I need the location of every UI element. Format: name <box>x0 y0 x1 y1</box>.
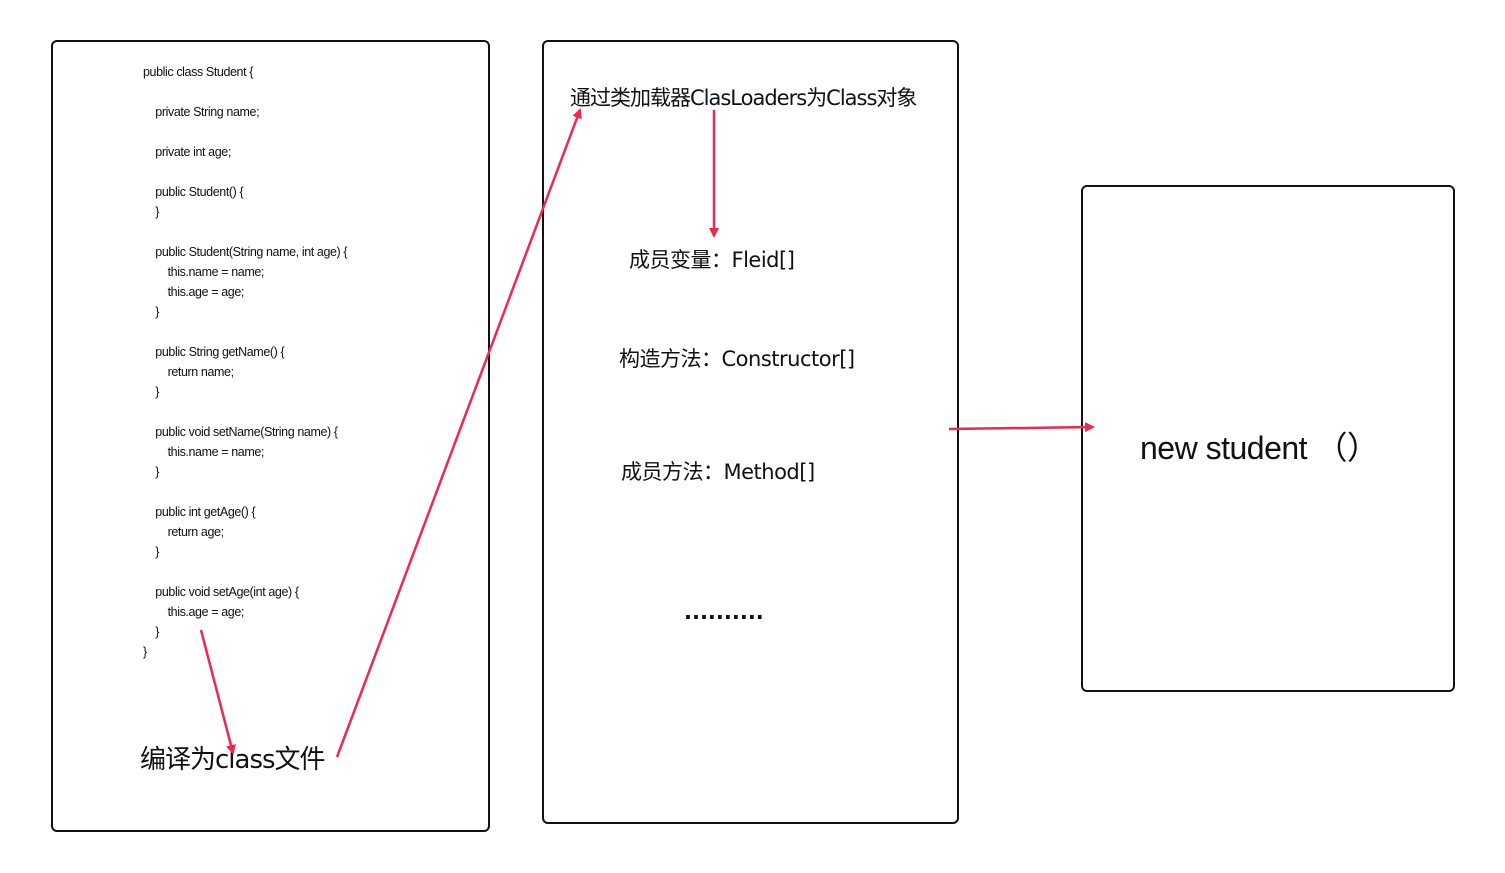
code-line: public void setName(String name) { <box>143 425 338 439</box>
field-array-label: 成员变量：Fleid[] <box>629 248 795 272</box>
code-line: } <box>143 305 160 319</box>
code-line: public Student() { <box>143 185 244 199</box>
new-instance-box <box>1081 185 1455 692</box>
code-line: private String name; <box>143 105 260 119</box>
arrow-class-to-new <box>948 422 1095 433</box>
code-line: } <box>143 645 147 659</box>
code-line: return name; <box>143 365 234 379</box>
code-line: private int age; <box>143 145 231 159</box>
code-line <box>143 322 347 342</box>
code-line: public void setAge(int age) { <box>143 585 299 599</box>
code-line <box>143 162 347 182</box>
code-line: } <box>143 545 160 559</box>
code-line <box>143 122 347 142</box>
code-line: public int getAge() { <box>143 505 256 519</box>
code-line <box>143 402 347 422</box>
student-source-code: public class Student { private String na… <box>143 62 348 662</box>
ellipsis-label: .......... <box>684 600 764 624</box>
class-loader-label: 通过类加载器ClasLoaders为Class对象 <box>570 86 917 110</box>
code-line: public Student(String name, int age) { <box>143 245 348 259</box>
method-array-label: 成员方法：Method[] <box>621 460 815 484</box>
code-line: } <box>143 205 160 219</box>
constructor-array-label: 构造方法：Constructor[] <box>619 347 855 371</box>
code-line <box>143 82 347 102</box>
code-line: public class Student { <box>143 65 254 79</box>
code-line: this.name = name; <box>143 265 265 279</box>
compile-to-class-label: 编译为class文件 <box>140 745 326 775</box>
code-line <box>143 562 347 582</box>
code-line: } <box>143 625 160 639</box>
class-object-box <box>542 40 959 824</box>
code-line <box>143 482 347 502</box>
code-line: return age; <box>143 525 224 539</box>
code-line: this.age = age; <box>143 285 245 299</box>
code-line: this.age = age; <box>143 605 245 619</box>
code-line: } <box>143 465 160 479</box>
code-line: this.name = name; <box>143 445 265 459</box>
code-line: public String getName() { <box>143 345 285 359</box>
code-line <box>143 222 347 242</box>
new-student-label: new student （） <box>1140 430 1379 466</box>
code-line: } <box>143 385 160 399</box>
